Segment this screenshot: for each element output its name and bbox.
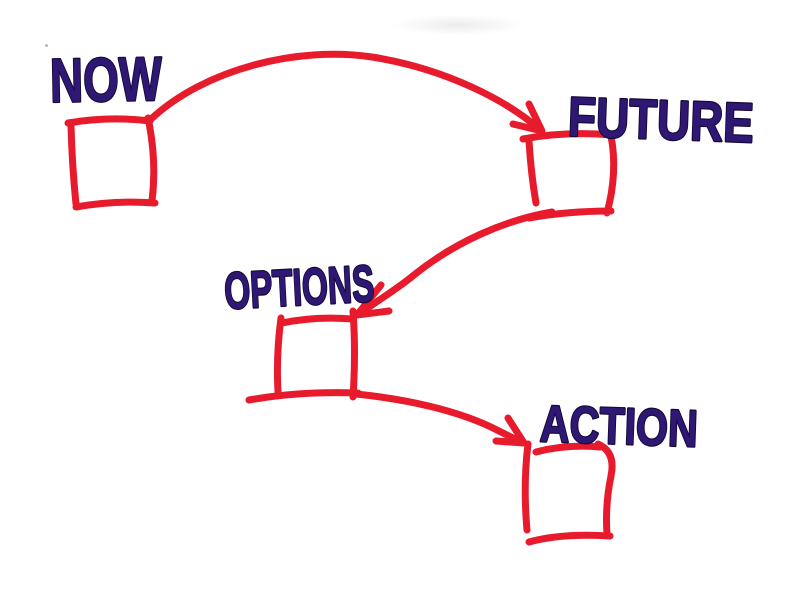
red-ink-layer: [64, 50, 618, 546]
arrow-future-to-options: [353, 208, 556, 319]
arrow-now-to-future-head: [509, 100, 546, 135]
future-label: FUTURE: [567, 85, 755, 154]
options-label: OPTIONS: [223, 255, 376, 321]
options-box: [245, 307, 362, 404]
action-label: ACTION: [539, 395, 699, 458]
future-box: [519, 130, 618, 222]
arrow-now-to-future: [146, 50, 546, 135]
label-layer: NOW FUTURE OPTIONS ACTION: [48, 44, 756, 460]
arrow-options-to-action: [352, 390, 528, 447]
now-label: NOW: [49, 45, 163, 116]
arrow-options-to-action-head: [492, 414, 528, 447]
arrow-future-to-options-head: [353, 281, 393, 319]
arrow-now-to-future-shaft: [146, 50, 542, 132]
arrow-future-to-options-shaft: [357, 208, 556, 317]
now-box: [64, 114, 159, 211]
arrow-options-to-action-shaft: [352, 390, 523, 445]
action-box: [521, 440, 616, 546]
